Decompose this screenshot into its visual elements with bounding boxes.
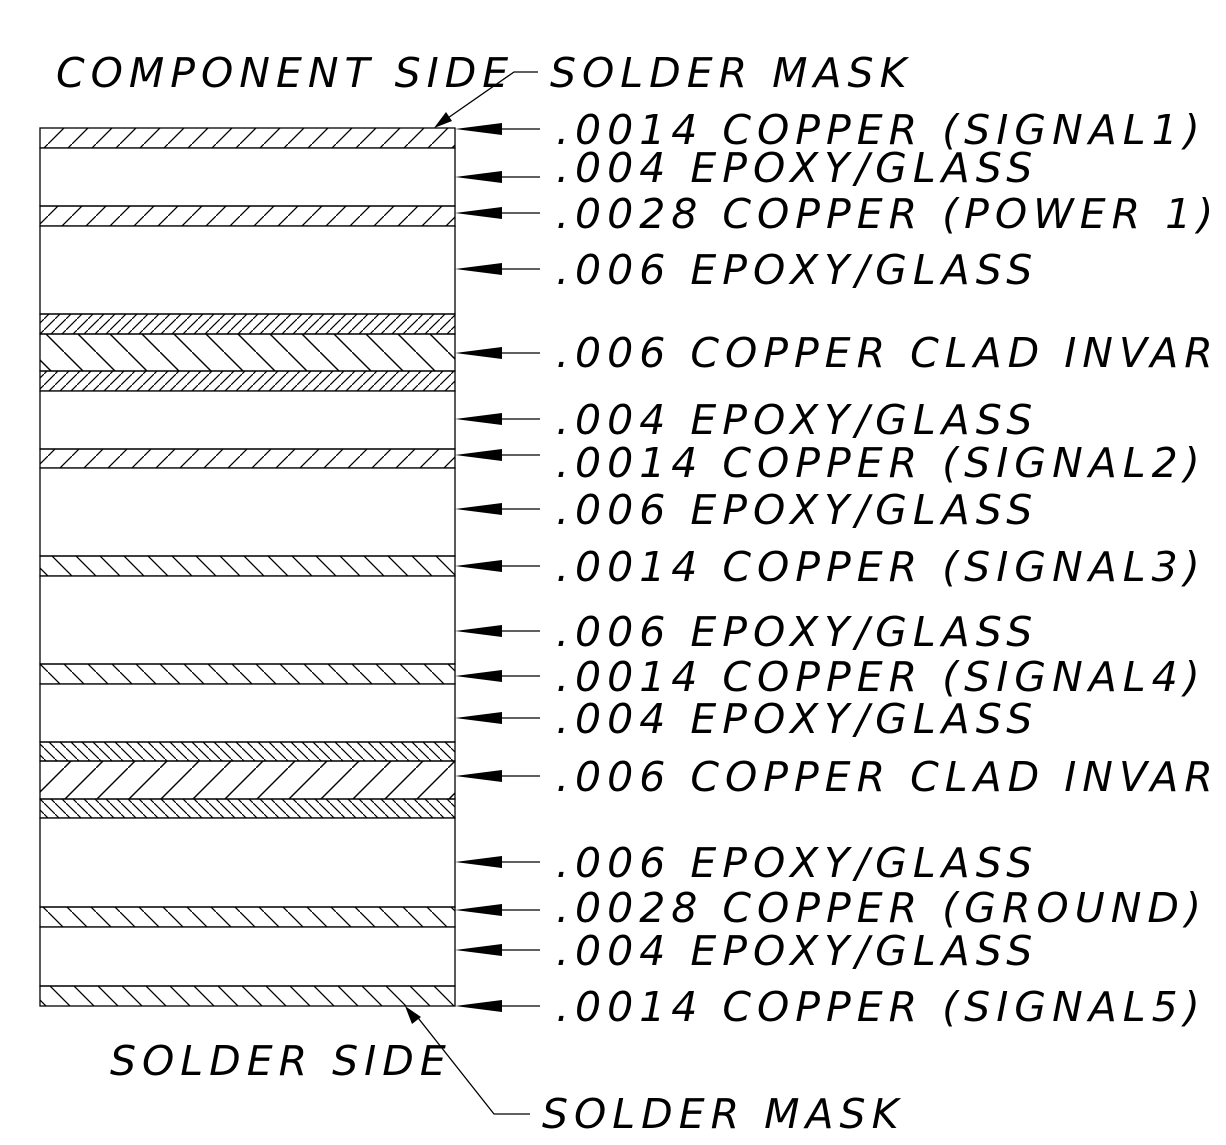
layer-label-epoxy-1: .004 EPOXY/GLASS (556, 144, 1038, 192)
arrowhead-signal4 (455, 670, 502, 682)
epoxy-layer-rect (39, 225, 456, 315)
layer-epoxy-6 (39, 683, 456, 743)
layer-epoxy-2 (39, 225, 456, 315)
copper-layer-rect (39, 555, 456, 577)
bottom-solder-mask-arrowhead (405, 1006, 421, 1024)
epoxy-layer-rect (39, 147, 456, 207)
bottom-solder-mask-label: SOLDER MASK (542, 1090, 904, 1138)
epoxy-layer-rect (39, 390, 456, 450)
epoxy-layer-rect (39, 817, 456, 908)
arrowhead-signal5 (455, 1000, 502, 1012)
arrowhead-signal3 (455, 560, 502, 572)
arrowhead-epoxy-4 (455, 503, 502, 515)
epoxy-layer-rect (39, 467, 456, 557)
copper-layer-rect (39, 127, 456, 149)
layer-signal2 (39, 448, 456, 469)
layer-epoxy-7 (39, 817, 456, 908)
layer-label-epoxy-6: .004 EPOXY/GLASS (556, 695, 1038, 743)
layer-label-epoxy-7: .006 EPOXY/GLASS (556, 839, 1038, 887)
layer-ground (39, 906, 456, 928)
layer-signal1 (39, 127, 456, 149)
arrowhead-ground (455, 904, 502, 916)
arrowhead-epoxy-8 (455, 944, 502, 956)
invar-copper-top (39, 741, 456, 762)
layer-epoxy-4 (39, 467, 456, 557)
layer-signal5 (39, 985, 456, 1007)
arrowhead-invar-1 (455, 347, 502, 359)
bottom-solder-mask-leader (414, 1013, 530, 1115)
layer-label-epoxy-5: .006 EPOXY/GLASS (556, 608, 1038, 656)
copper-layer-rect (39, 906, 456, 928)
layer-invar-2 (39, 741, 456, 819)
copper-layer-rect (39, 205, 456, 227)
top-solder-mask-arrowhead (434, 112, 452, 128)
layer-label-signal4: .0014 COPPER (SIGNAL4) (556, 653, 1206, 701)
arrowhead-epoxy-5 (455, 625, 502, 637)
layer-signal3 (39, 555, 456, 577)
layer-arrows (455, 123, 540, 1012)
arrowhead-epoxy-6 (455, 712, 502, 724)
invar-copper-bottom (39, 798, 456, 819)
top-solder-mask-leader (444, 71, 538, 121)
layer-label-power1: .0028 COPPER (POWER 1) (556, 190, 1219, 238)
copper-layer-rect (39, 985, 456, 1007)
layer-label-epoxy-8: .004 EPOXY/GLASS (556, 927, 1038, 975)
copper-layer-rect (39, 448, 456, 469)
invar-copper-top (39, 313, 456, 335)
layer-label-signal5: .0014 COPPER (SIGNAL5) (556, 983, 1206, 1031)
arrowhead-epoxy-1 (455, 171, 502, 183)
arrowhead-epoxy-3 (455, 413, 502, 425)
copper-layer-rect (39, 663, 456, 685)
layer-label-epoxy-2: .006 EPOXY/GLASS (556, 246, 1038, 294)
epoxy-layer-rect (39, 575, 456, 665)
layer-power1 (39, 205, 456, 227)
layer-label-epoxy-3: .004 EPOXY/GLASS (556, 396, 1038, 444)
component-side-label: COMPONENT SIDE (56, 49, 514, 97)
layer-label-signal2: .0014 COPPER (SIGNAL2) (556, 439, 1206, 487)
arrowhead-power1 (455, 207, 502, 219)
layer-label-signal3: .0014 COPPER (SIGNAL3) (556, 543, 1206, 591)
invar-copper-bottom (39, 370, 456, 392)
layer-label-ground: .0028 COPPER (GROUND) (556, 884, 1207, 932)
layer-labels: .0014 COPPER (SIGNAL1).004 EPOXY/GLASS.0… (556, 106, 1219, 1031)
arrowhead-signal1 (455, 123, 502, 135)
layer-epoxy-5 (39, 575, 456, 665)
arrowhead-invar-2 (455, 770, 502, 782)
epoxy-layer-rect (39, 683, 456, 743)
arrowhead-signal2 (455, 449, 502, 461)
layer-label-signal1: .0014 COPPER (SIGNAL1) (556, 106, 1206, 154)
epoxy-layer-rect (39, 926, 456, 987)
solder-side-label: SOLDER SIDE (110, 1037, 452, 1085)
invar-core (39, 760, 456, 800)
layer-signal4 (39, 663, 456, 685)
layer-epoxy-1 (39, 147, 456, 207)
layer-label-invar-2: .006 COPPER CLAD INVAR (556, 753, 1219, 801)
layer-epoxy-8 (39, 926, 456, 987)
layer-label-invar-1: .006 COPPER CLAD INVAR (556, 329, 1219, 377)
top-solder-mask-label: SOLDER MASK (550, 49, 912, 97)
invar-core (39, 333, 456, 372)
layer-epoxy-3 (39, 390, 456, 450)
layer-stack (39, 127, 456, 1007)
layer-label-epoxy-4: .006 EPOXY/GLASS (556, 486, 1038, 534)
arrowhead-epoxy-2 (455, 263, 502, 275)
arrowhead-epoxy-7 (455, 856, 502, 868)
layer-invar-1 (39, 313, 456, 392)
